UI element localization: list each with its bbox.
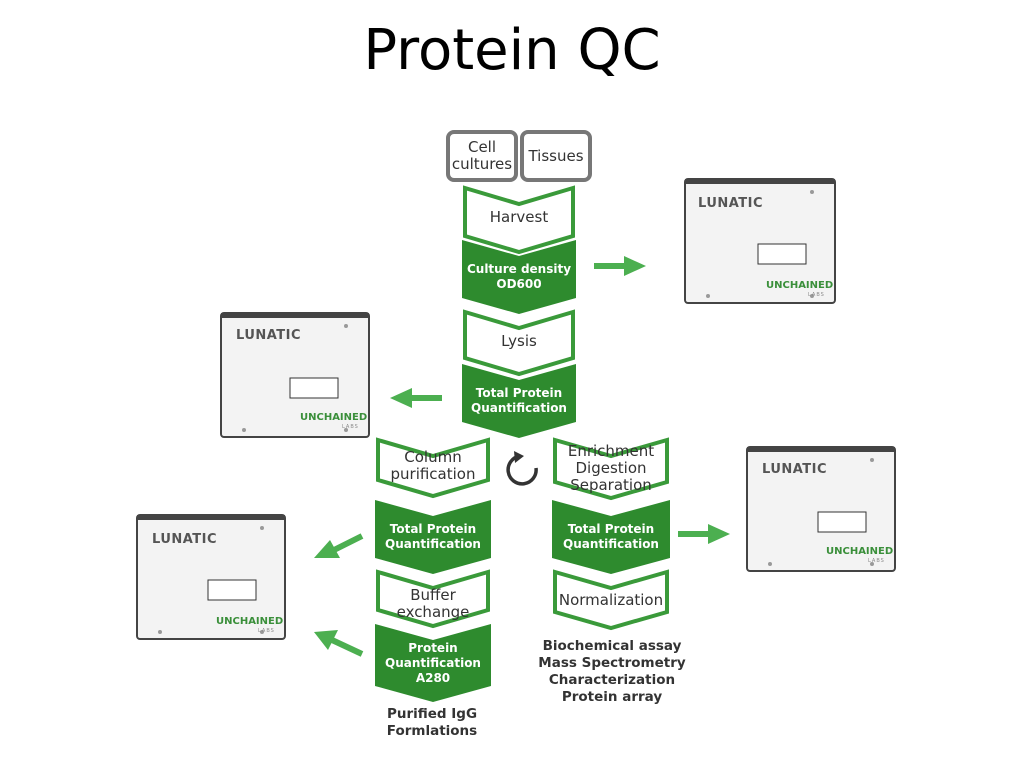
instrument-body <box>136 514 286 640</box>
arrow-up-left-1 <box>314 630 364 657</box>
chevron-column-purification <box>376 437 490 499</box>
instrument-maker: UNCHAINED <box>216 616 284 627</box>
total-protein-3-label: Total Protein Quantification <box>563 522 659 551</box>
instrument-body <box>684 178 836 304</box>
instrument-right: LUNATIC UNCHAINED LABS <box>746 446 896 574</box>
instrument-maker: UNCHAINED <box>826 546 894 557</box>
instrument-brand: LUNATIC <box>152 532 218 547</box>
buffer-exchange-label: Buffer exchange <box>396 586 470 621</box>
total-protein-2-label: Total Protein Quantification <box>385 522 481 551</box>
instrument-maker: UNCHAINED <box>300 412 368 423</box>
chevron-buffer-exchange <box>376 569 490 629</box>
normalization-label: Normalization <box>558 590 664 609</box>
instrument-maker-sub: LABS <box>868 558 885 564</box>
culture-density-label: Culture density OD600 <box>466 262 572 291</box>
chevron-harvest <box>463 185 575 255</box>
source-cell-cultures-label: Cell cultures <box>451 138 513 173</box>
instrument-body <box>220 312 370 438</box>
source-box-cell-cultures <box>446 130 518 182</box>
instrument-body <box>746 446 896 572</box>
source-tissues-label: Tissues <box>528 146 584 165</box>
column-purification-label: Column purification <box>390 448 476 483</box>
source-box-tissues <box>520 130 592 182</box>
instrument-brand: LUNATIC <box>698 196 764 211</box>
output-left: Purified IgG Formlations <box>386 706 478 739</box>
instrument-maker-sub: LABS <box>808 292 825 298</box>
instrument-brand: LUNATIC <box>762 462 828 477</box>
total-protein-1-label: Total Protein Quantification <box>471 386 567 415</box>
output-right: Biochemical assay Mass Spectrometry Char… <box>538 638 686 705</box>
arrow-left-1 <box>390 388 442 408</box>
chevron-protein-a280 <box>375 624 491 702</box>
enrichment-label: Enrichment Digestion Separation <box>567 441 655 494</box>
arrow-right-2 <box>678 524 730 544</box>
instrument-maker-sub: LABS <box>258 628 275 634</box>
chevron-total-protein-3 <box>552 500 670 574</box>
circular-arrow-icon <box>506 451 538 486</box>
chevron-total-protein-2 <box>375 500 491 574</box>
instrument-top-right: LUNATIC UNCHAINED LABS <box>684 178 836 306</box>
instrument-lower-left: LUNATIC UNCHAINED LABS <box>136 514 286 642</box>
instrument-brand: LUNATIC <box>236 328 302 343</box>
lysis-label: Lysis <box>501 331 537 350</box>
instrument-maker-sub: LABS <box>342 424 359 430</box>
chevron-enrichment <box>553 437 669 501</box>
arrow-right-1 <box>594 256 646 276</box>
instrument-upper-left: LUNATIC UNCHAINED LABS <box>220 312 370 440</box>
chevron-total-protein-1 <box>462 364 576 438</box>
harvest-label: Harvest <box>489 207 549 226</box>
chevron-normalization <box>553 569 669 631</box>
chevron-lysis <box>463 309 575 377</box>
protein-a280-label: Protein Quantification A280 <box>385 640 481 685</box>
arrow-down-left-1 <box>314 533 364 558</box>
page-title: Protein QC <box>363 18 661 83</box>
chevron-culture-density <box>462 240 576 314</box>
instrument-maker: UNCHAINED <box>766 280 834 291</box>
